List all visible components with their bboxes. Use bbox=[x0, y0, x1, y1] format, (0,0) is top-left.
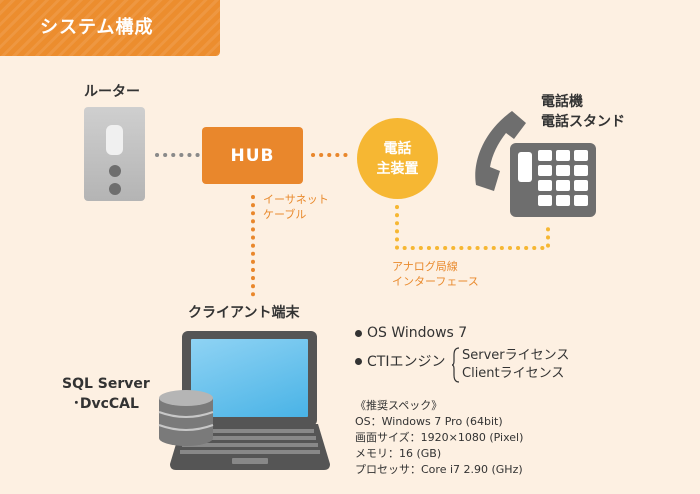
license-server: Serverライセンス bbox=[462, 348, 570, 363]
spec-memory: メモリ：16 (GB) bbox=[355, 447, 442, 460]
spec-processor: プロセッサ：Core i7 2.90 (GHz) bbox=[355, 463, 523, 476]
ethernet-label-line1: イーサネット bbox=[263, 193, 329, 206]
spec-os: OS：Windows 7 Pro (64bit) bbox=[355, 415, 503, 428]
sql-server-line1: SQL Server bbox=[62, 376, 150, 392]
bullet-icon bbox=[355, 357, 362, 365]
feature-os: OS Windows 7 bbox=[355, 323, 467, 343]
phone-key bbox=[574, 165, 588, 176]
feature-cti: CTIエンジン bbox=[355, 351, 445, 371]
recommended-specs: 《推奨スペック》 OS：Windows 7 Pro (64bit) 画面サイズ：… bbox=[355, 398, 523, 478]
router-led-icon bbox=[109, 183, 121, 195]
sql-server-label: SQL Server ･DvcCAL bbox=[62, 374, 150, 414]
specs-heading: 《推奨スペック》 bbox=[355, 399, 443, 412]
router-led-icon bbox=[109, 165, 121, 177]
phone-keypad bbox=[538, 150, 588, 206]
license-list: Serverライセンス Clientライセンス bbox=[462, 347, 569, 383]
client-label: クライアント端末 bbox=[188, 305, 300, 321]
router-device bbox=[84, 107, 145, 201]
phone-display bbox=[518, 152, 532, 182]
hub-label: HUB bbox=[230, 145, 275, 166]
analog-link bbox=[395, 205, 550, 250]
phone-key bbox=[556, 165, 570, 176]
phone-label-line1: 電話機 bbox=[541, 94, 583, 110]
hub-box: HUB bbox=[202, 127, 303, 184]
pbx-circle: 電話 主装置 bbox=[357, 118, 438, 199]
database-icon bbox=[158, 390, 214, 446]
pbx-label-line2: 主装置 bbox=[376, 160, 419, 177]
phone-key bbox=[556, 195, 570, 206]
spec-screen: 画面サイズ：1920×1080 (Pixel) bbox=[355, 431, 524, 444]
phone-stand bbox=[510, 143, 596, 217]
ethernet-label-line2: ケーブル bbox=[263, 208, 307, 221]
phone-key bbox=[556, 180, 570, 191]
bullet-icon bbox=[355, 329, 362, 337]
pbx-label-line1: 電話 bbox=[383, 140, 412, 157]
feature-os-text: OS Windows 7 bbox=[367, 325, 468, 341]
router-slot bbox=[106, 125, 123, 155]
page-title: システム構成 bbox=[40, 17, 154, 38]
title-tab bbox=[0, 0, 220, 56]
feature-cti-text: CTIエンジン bbox=[367, 354, 446, 370]
phone-key bbox=[538, 150, 552, 161]
phone-key bbox=[556, 150, 570, 161]
analog-label-line2: インターフェース bbox=[392, 275, 479, 288]
license-client: Clientライセンス bbox=[462, 366, 565, 381]
analog-label: アナログ局線 インターフェース bbox=[392, 259, 479, 289]
ethernet-label: イーサネット ケーブル bbox=[263, 192, 329, 222]
router-label: ルーター bbox=[84, 84, 140, 100]
phone-key bbox=[538, 180, 552, 191]
phone-key bbox=[574, 180, 588, 191]
analog-label-line1: アナログ局線 bbox=[392, 260, 458, 273]
phone-label-line2: 電話スタンド bbox=[541, 114, 625, 130]
phone-key bbox=[574, 150, 588, 161]
license-brace bbox=[452, 347, 460, 383]
sql-server-line2: ･DvcCAL bbox=[72, 396, 139, 412]
phone-key bbox=[574, 195, 588, 206]
phone-key bbox=[538, 195, 552, 206]
phone-label: 電話機 電話スタンド bbox=[541, 92, 625, 132]
phone-key bbox=[538, 165, 552, 176]
phone-handset-icon bbox=[475, 111, 526, 191]
